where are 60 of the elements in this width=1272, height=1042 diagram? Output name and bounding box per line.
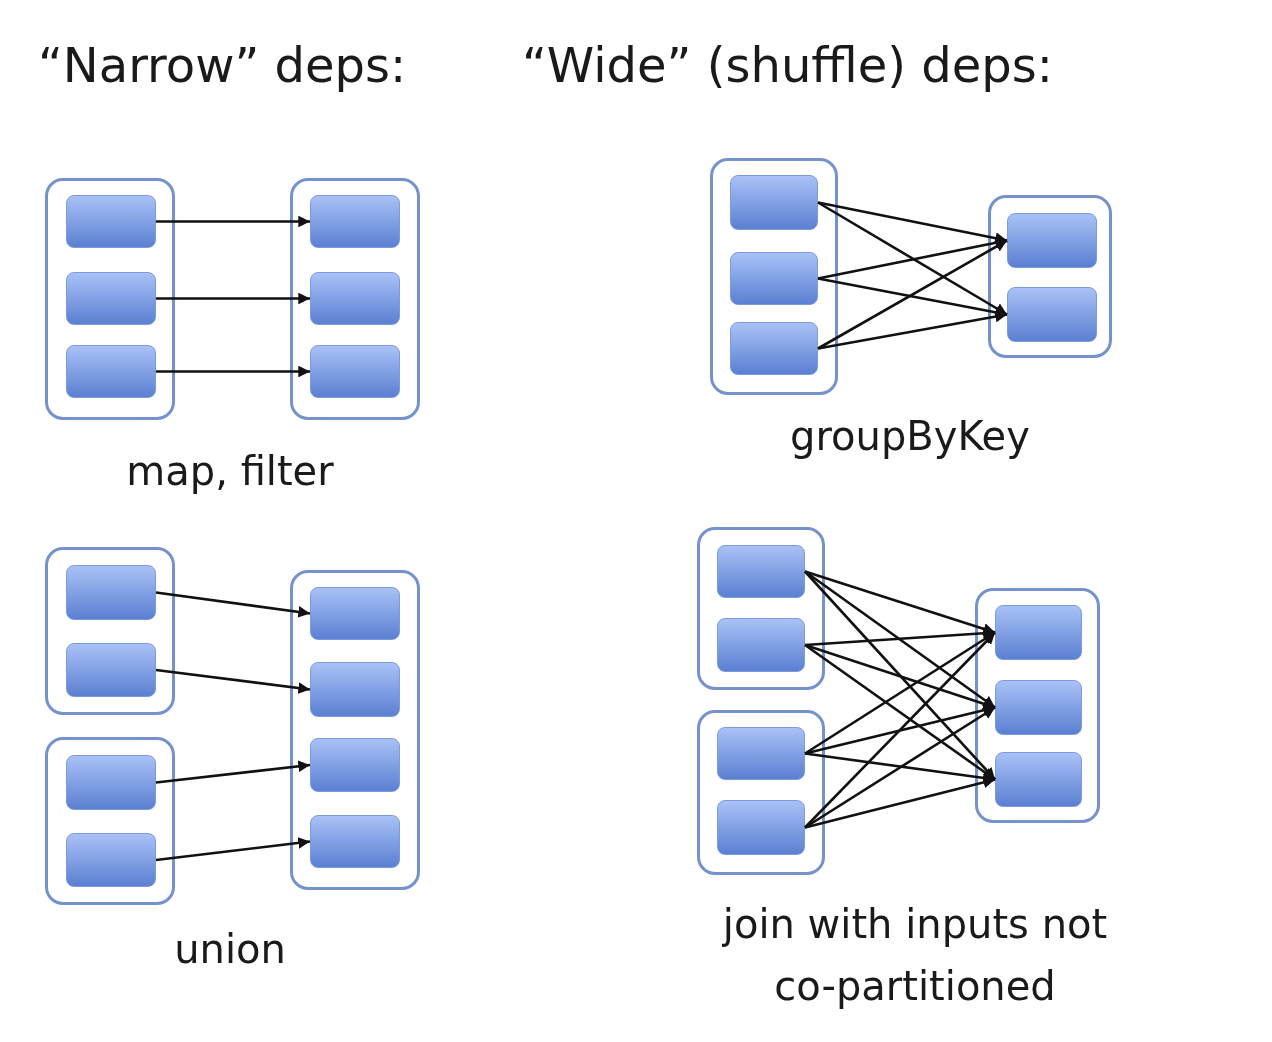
partition-block xyxy=(730,175,818,230)
heading: “Wide” (shuffle) deps: xyxy=(522,36,1053,95)
partition-block xyxy=(66,345,156,398)
arrow xyxy=(156,215,310,228)
arrow xyxy=(155,837,311,862)
arrow xyxy=(817,237,1008,280)
partition-block xyxy=(66,755,156,810)
partition-block xyxy=(717,727,805,780)
partition-block xyxy=(717,545,805,598)
arrow xyxy=(804,706,996,829)
caption: union xyxy=(173,925,287,974)
arrow xyxy=(155,668,311,694)
partition-block xyxy=(66,272,156,325)
partition-block xyxy=(995,680,1082,735)
arrow xyxy=(156,365,310,378)
partition-block xyxy=(310,345,400,398)
partition-block xyxy=(66,565,156,620)
partition-block xyxy=(717,618,805,672)
partition-block xyxy=(730,322,818,375)
arrow xyxy=(817,310,1008,350)
arrow xyxy=(817,201,1008,316)
partition-block xyxy=(995,752,1082,807)
partition-block xyxy=(310,662,400,717)
rdd-container xyxy=(45,178,175,420)
partition-block xyxy=(1007,213,1097,268)
caption: map, filter xyxy=(125,447,335,496)
rdd-container xyxy=(988,195,1112,358)
rdd-container xyxy=(697,527,825,690)
arrow xyxy=(804,643,996,710)
heading: “Narrow” deps: xyxy=(38,36,407,95)
arrow xyxy=(155,760,311,784)
rdd-container xyxy=(697,710,825,875)
partition-block xyxy=(310,815,400,868)
rdd-container xyxy=(975,588,1100,823)
partition-block xyxy=(717,800,805,855)
caption: join with inputs not co-partitioned xyxy=(721,900,1109,1011)
partition-block xyxy=(310,272,400,325)
partition-block xyxy=(66,643,156,697)
rdd-container xyxy=(290,570,420,890)
partition-block xyxy=(66,195,156,248)
arrow xyxy=(156,292,310,305)
rdd-container xyxy=(45,547,175,715)
arrow xyxy=(804,776,996,829)
rdd-container xyxy=(710,158,838,395)
arrow xyxy=(804,570,996,781)
partition-block xyxy=(310,738,400,792)
partition-block xyxy=(66,833,156,887)
partition-block xyxy=(310,587,400,640)
arrow xyxy=(804,643,996,781)
arrow xyxy=(804,704,996,755)
partition-block xyxy=(1007,287,1097,342)
arrow xyxy=(804,631,996,829)
arrow xyxy=(155,591,311,618)
caption: groupByKey xyxy=(789,412,1031,461)
arrow xyxy=(817,239,1008,350)
rdd-container xyxy=(290,178,420,420)
rdd-container xyxy=(45,737,175,905)
partition-block xyxy=(310,195,400,248)
partition-block xyxy=(730,252,818,305)
partition-block xyxy=(995,605,1082,660)
